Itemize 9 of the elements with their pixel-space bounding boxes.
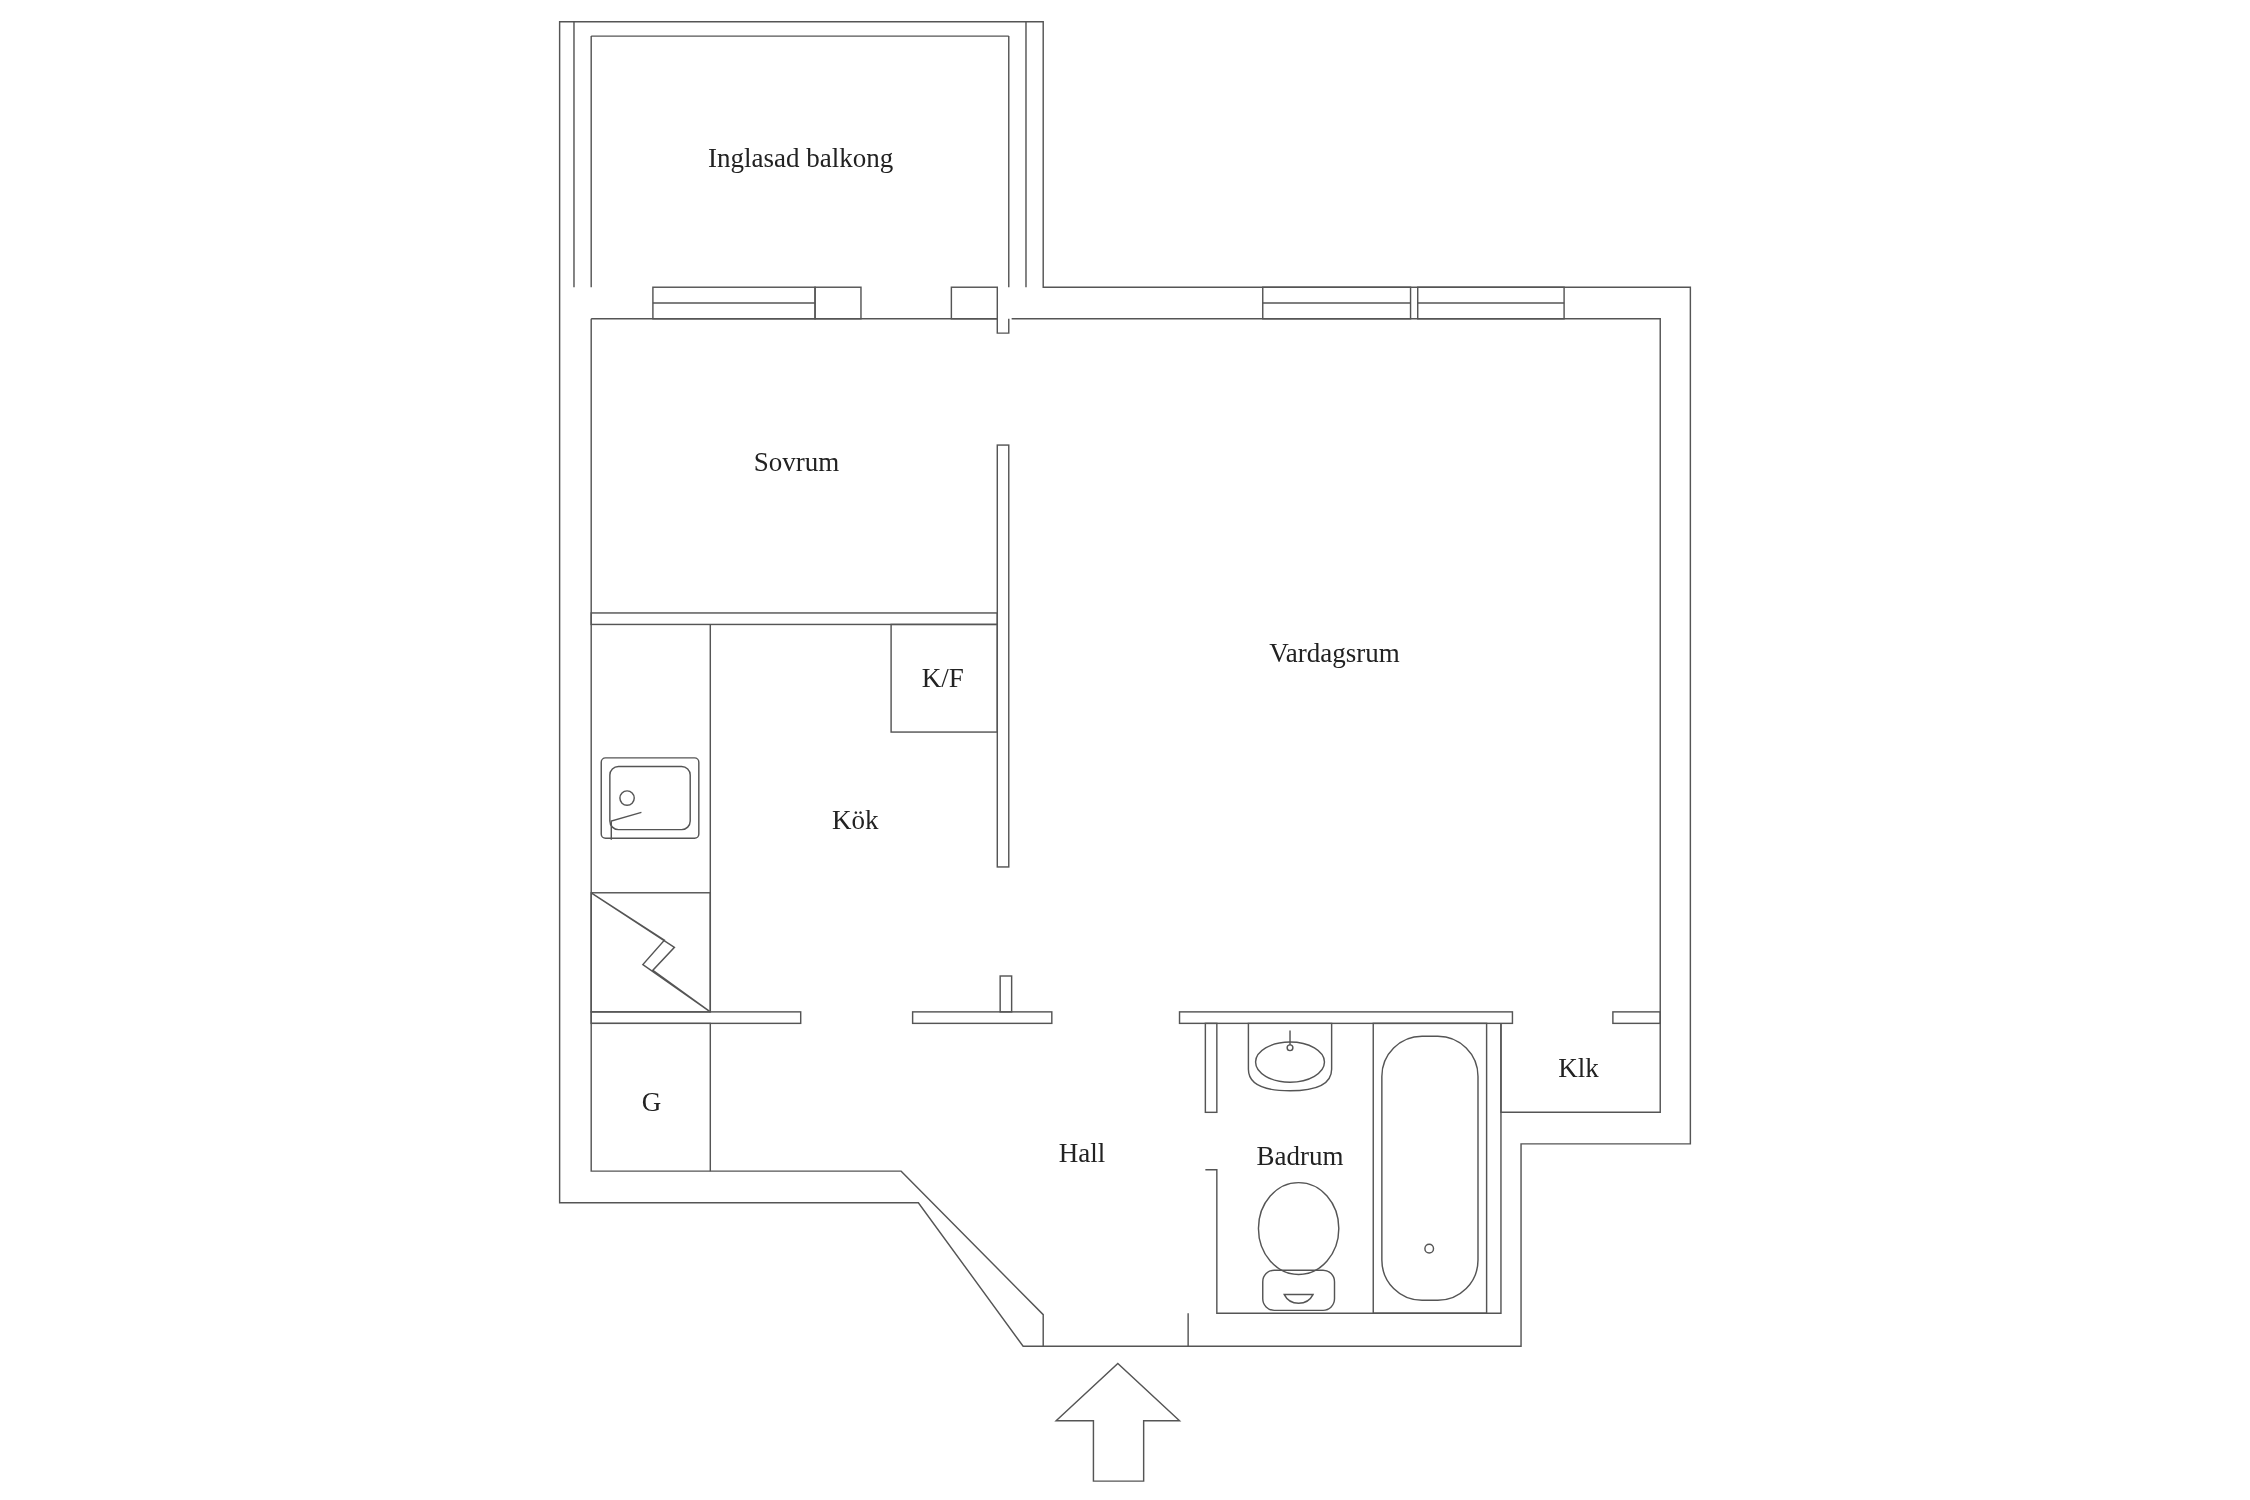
room-label: Kök <box>831 803 879 837</box>
room-label: K/F <box>921 661 964 695</box>
room-label: Klk <box>1558 1051 1599 1085</box>
room-label: Badrum <box>1256 1139 1344 1173</box>
room-label: Sovrum <box>753 445 840 479</box>
room-label: G <box>641 1086 662 1120</box>
room-label: Vardagsrum <box>1269 636 1400 670</box>
room-label: Inglasad balkong <box>708 141 894 175</box>
room-label: Hall <box>1058 1136 1106 1170</box>
